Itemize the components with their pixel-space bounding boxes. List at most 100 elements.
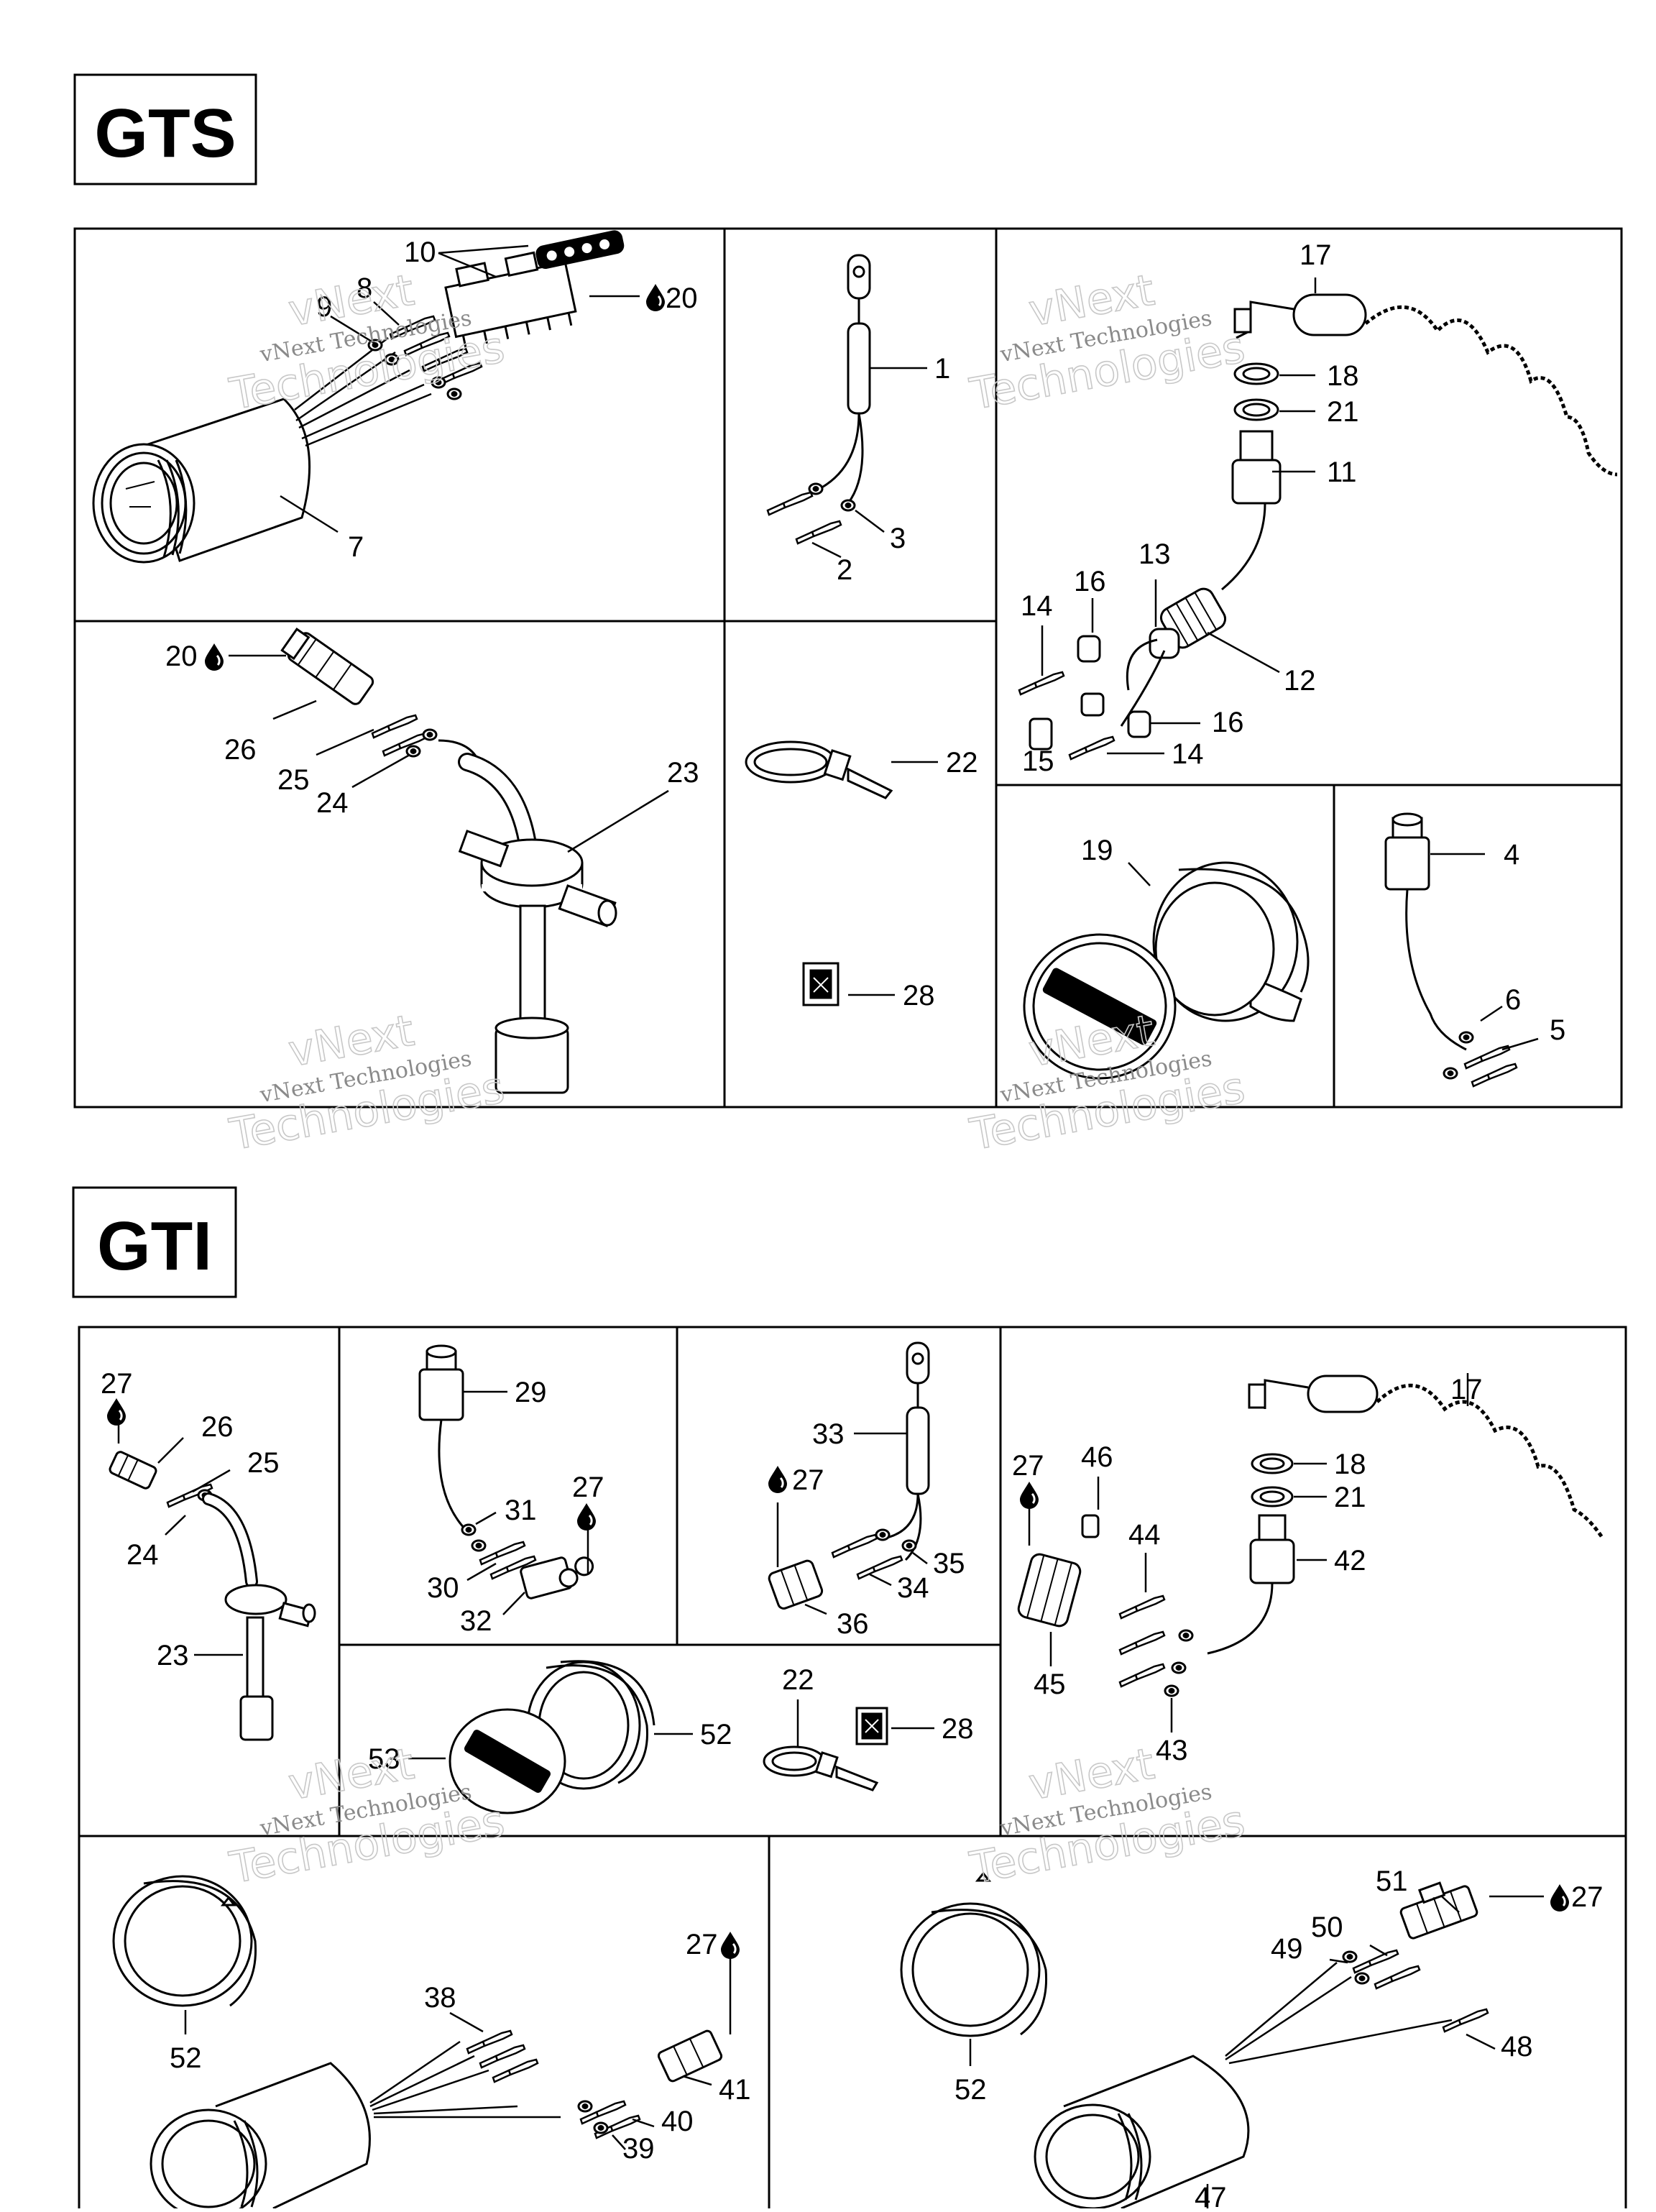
callout-24: 24 [316, 787, 349, 819]
callout-35: 35 [933, 1548, 965, 1579]
callout-23-gti: 23 [157, 1640, 189, 1671]
gti-panel-lanyard [1017, 1375, 1605, 1697]
callout-30: 30 [427, 1572, 459, 1604]
callout-24-gti: 24 [126, 1539, 159, 1571]
oil-drop-icon [719, 1930, 741, 1960]
gti-panel-fuel-sender [109, 1451, 316, 1741]
gts-panel-fuel-sender [280, 628, 617, 1094]
callout-52-gti-b: 52 [954, 2074, 987, 2106]
gts-panel-bezel: SEA-DOO [1023, 861, 1310, 1080]
gti-panel-lanyard-leaders [1028, 1373, 1469, 1733]
callout-26-gti: 26 [201, 1411, 234, 1443]
gts-panel-fuel-gauge [92, 230, 625, 564]
gts-title: GTS [94, 95, 236, 172]
callout-36: 36 [837, 1608, 869, 1640]
callout-27-gti-c: 27 [792, 1464, 824, 1496]
callout-15: 15 [1022, 745, 1054, 777]
callout-32: 32 [460, 1605, 492, 1637]
gti-panel-gauge-right [900, 1871, 1489, 2210]
callout-5: 5 [1550, 1014, 1565, 1046]
callout-31: 31 [505, 1495, 537, 1526]
watermark: vNext vNext Technologies Technologies [225, 1005, 508, 1161]
callout-41: 41 [719, 2074, 751, 2106]
callout-50: 50 [1311, 1912, 1343, 1943]
callout-10: 10 [404, 237, 436, 268]
watermarks: vNext vNext Technologies Technologies vN… [225, 265, 1248, 1894]
callout-25-gti: 25 [247, 1447, 280, 1479]
callout-43: 43 [1156, 1735, 1188, 1766]
callout-7: 7 [348, 531, 364, 563]
callout-28: 28 [903, 980, 935, 1011]
callout-25: 25 [277, 764, 310, 796]
callout-33: 33 [812, 1418, 845, 1450]
callout-16: 16 [1074, 566, 1106, 597]
callout-11: 11 [1327, 456, 1357, 488]
callout-46: 46 [1081, 1441, 1113, 1473]
callout-39: 39 [622, 2133, 655, 2165]
callout-19: 19 [1081, 835, 1113, 866]
callout-26: 26 [224, 734, 257, 766]
gts-panel-grid [73, 227, 1623, 1109]
callout-27-gti-b: 27 [572, 1472, 604, 1503]
callout-22-gti: 22 [782, 1664, 814, 1696]
gts-panel-sensor [766, 254, 871, 545]
gts-panel-lanyard [1018, 293, 1618, 761]
callout-28-gti: 28 [942, 1713, 974, 1745]
callout-42: 42 [1334, 1545, 1366, 1577]
gts-panel-fasteners [745, 740, 893, 1006]
callout-20b: 20 [165, 641, 198, 672]
oil-drop-icon [576, 1502, 597, 1532]
callout-47: 47 [1195, 2182, 1227, 2208]
gti-panel-grid [78, 1326, 1627, 2212]
gts-panel-lanyard-leaders [1041, 277, 1317, 755]
gts-panel-temp-sensor [1384, 812, 1518, 1088]
gti-title: GTI [97, 1208, 212, 1285]
gts-panel-temp-sensor-leaders [1430, 853, 1539, 1051]
callout-18-gti: 18 [1334, 1449, 1366, 1480]
gti-panel-sensor [768, 1341, 930, 1610]
watermark: vNext vNext Technologies Technologies [965, 1738, 1248, 1894]
callout-14b: 14 [1172, 738, 1204, 770]
watermark: vNext vNext Technologies Technologies [965, 265, 1248, 421]
gti-panel-sensor-leaders [776, 1432, 928, 1615]
gts-panel-fasteners-leaders [848, 761, 938, 996]
callout-27-gti-f: 27 [1571, 1881, 1604, 1913]
callout-29: 29 [515, 1377, 547, 1408]
callout-52-gti: 52 [170, 2042, 202, 2074]
callout-9: 9 [316, 291, 332, 323]
callout-44: 44 [1128, 1519, 1161, 1551]
callout-1: 1 [934, 353, 950, 385]
callout-48: 48 [1501, 2031, 1533, 2062]
callout-8: 8 [356, 272, 372, 304]
oil-drop-icon [645, 283, 666, 313]
callout-23: 23 [667, 757, 699, 789]
gti-panel-temp-sensor-leaders [463, 1390, 589, 1615]
callout-17-gti: 17 [1450, 1374, 1483, 1405]
callout-22: 22 [946, 747, 978, 779]
oil-drop-icon [767, 1464, 788, 1495]
oil-drop-icon [1549, 1883, 1570, 1913]
callout-27: 27 [101, 1368, 133, 1400]
callout-49: 49 [1271, 1933, 1303, 1965]
gts-panel-fuel-sender-leaders [229, 654, 669, 853]
gti-section: GTI [72, 1186, 1627, 2212]
callout-27-gti-e: 27 [686, 1929, 718, 1960]
callout-51: 51 [1376, 1865, 1408, 1897]
gts-section: GTS [73, 73, 1623, 1109]
callout-21-gti: 21 [1334, 1482, 1366, 1513]
callout-2: 2 [837, 554, 852, 586]
callout-12: 12 [1284, 665, 1316, 697]
gti-panel-gauge-right-leaders [969, 1895, 1544, 2208]
callout-27-gti-d: 27 [1012, 1450, 1044, 1482]
gti-title-box [72, 1186, 237, 1298]
callout-38: 38 [424, 1982, 456, 2014]
gti-panel-bezel-ring-leaders [408, 1699, 934, 1760]
callout-3: 3 [890, 523, 906, 554]
gts-panel-fuel-gauge-leaders [280, 244, 640, 533]
callout-4: 4 [1504, 839, 1519, 871]
oil-drop-icon [203, 642, 225, 672]
gts-panel-sensor-leaders [811, 367, 927, 559]
callout-40: 40 [661, 2106, 694, 2137]
gti-panel-temp-sensor [418, 1344, 594, 1600]
